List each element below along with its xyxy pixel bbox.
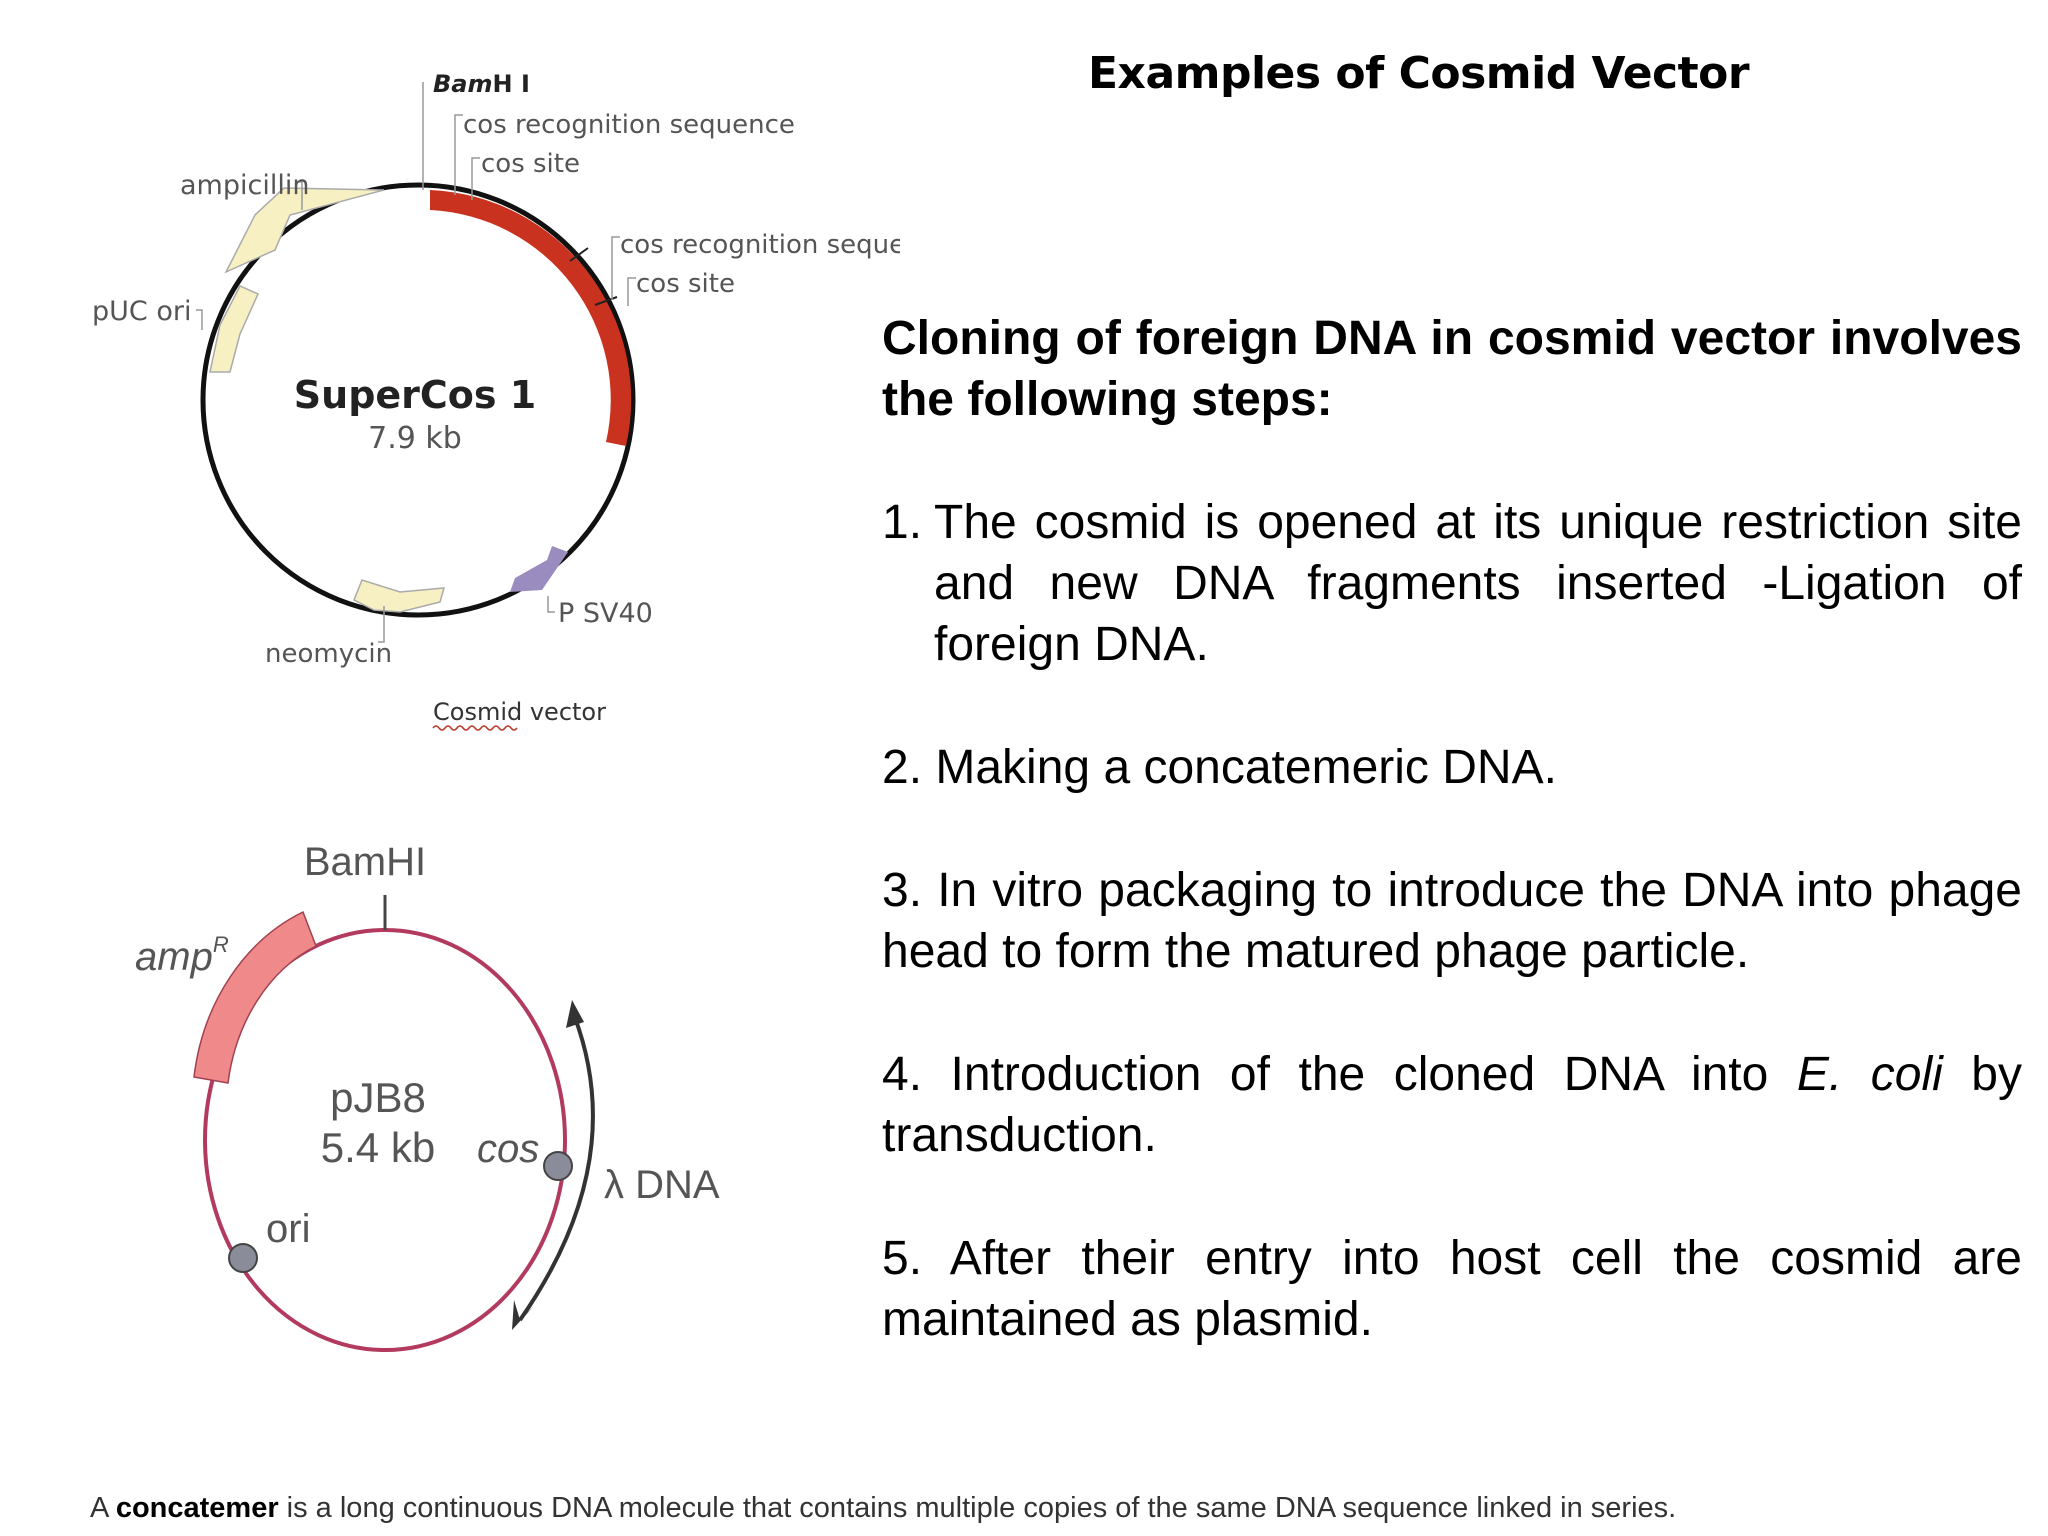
footnote: A concatemer is a long continuous DNA mo… — [90, 1492, 1677, 1524]
cos-rec-2-leader — [611, 236, 620, 300]
cos-site-tick-1 — [569, 247, 589, 262]
supercos-size: 7.9 kb — [368, 421, 462, 456]
pjb8-name: pJB8 — [330, 1074, 426, 1121]
ori-dot — [228, 1243, 258, 1273]
ampicillin-label: ampicillin — [180, 170, 309, 201]
supercos-bamhi-label: BamH I — [433, 70, 530, 98]
step-1-text: The cosmid is opened at its unique restr… — [934, 496, 2022, 671]
psv40-label: P SV40 — [558, 598, 653, 629]
supercos-cos-region — [430, 190, 632, 446]
amp-label: ampR — [135, 932, 229, 979]
cos-label: cos — [477, 1127, 539, 1171]
lambda-dna-arrow — [518, 1009, 595, 1322]
ampicillin-leader — [296, 181, 303, 210]
supercos-name: SuperCos 1 — [294, 373, 536, 417]
neomycin-label: neomycin — [265, 639, 392, 669]
footnote-term: concatemer — [115, 1492, 279, 1524]
pjb8-map: BamHI ampR pJB8 5.4 kb cos ori λ DNA — [135, 840, 720, 1352]
step-4: 4. Introduction of the cloned DNA into E… — [882, 1048, 2023, 1162]
cos-site-tick-2 — [594, 296, 618, 306]
lambda-dna-label: λ DNA — [604, 1163, 720, 1207]
spellcheck-underline — [432, 725, 518, 731]
pjb8-size: 5.4 kb — [321, 1124, 435, 1171]
supercos-map: BamH I cos recognition sequence cos site… — [92, 70, 900, 731]
cos-site-1-leader — [471, 157, 480, 200]
cos-site-dot — [543, 1151, 573, 1181]
cos-site-2-label: cos site — [636, 269, 735, 299]
step-3: 3. In vitro packaging to introduce the D… — [882, 864, 2022, 978]
supercos-ring — [200, 182, 636, 618]
psv40-marker — [510, 546, 568, 592]
steps-text-block: Cloning of foreign DNA in cosmid vector … — [882, 308, 2022, 1412]
ecoli-italic: E. coli — [1796, 1048, 1943, 1101]
puc-leader — [196, 309, 203, 330]
ampicillin-marker — [224, 187, 385, 274]
neomycin-marker — [353, 579, 446, 613]
step-1-number: 1. — [882, 496, 923, 549]
step-2: 2. Making a concatemeric DNA. — [882, 741, 1557, 794]
cos-rec-1-leader — [454, 114, 463, 195]
amp-resistance-marker — [193, 910, 317, 1084]
step-5: 5. After their entry into host cell the … — [882, 1232, 2022, 1346]
step-1: 1. The cosmid is opened at its unique re… — [882, 492, 2022, 675]
intro-text: Cloning of foreign DNA in cosmid vector … — [882, 312, 2022, 426]
lambda-arrowhead-bottom — [512, 1300, 534, 1330]
cosmid-diagrams: BamH I cos recognition sequence cos site… — [92, 70, 900, 1352]
cosmid-vector-caption: Cosmid vector — [433, 698, 606, 726]
neomycin-leader — [378, 606, 385, 643]
pjb8-bamhi-label: BamHI — [304, 840, 426, 884]
lambda-arrowhead-top — [566, 1000, 584, 1028]
cos-site-2-leader — [627, 277, 636, 306]
puc-ori-marker — [209, 285, 259, 373]
cos-rec-1-label: cos recognition sequence — [463, 110, 795, 140]
ori-label: ori — [266, 1207, 310, 1251]
cos-site-1-label: cos site — [481, 149, 580, 179]
psv40-leader — [547, 596, 555, 613]
slide-title: Examples of Cosmid Vector — [1088, 48, 1750, 99]
cos-rec-2-label: cos recognition sequence — [620, 230, 900, 260]
puc-ori-label: pUC ori — [92, 296, 191, 327]
